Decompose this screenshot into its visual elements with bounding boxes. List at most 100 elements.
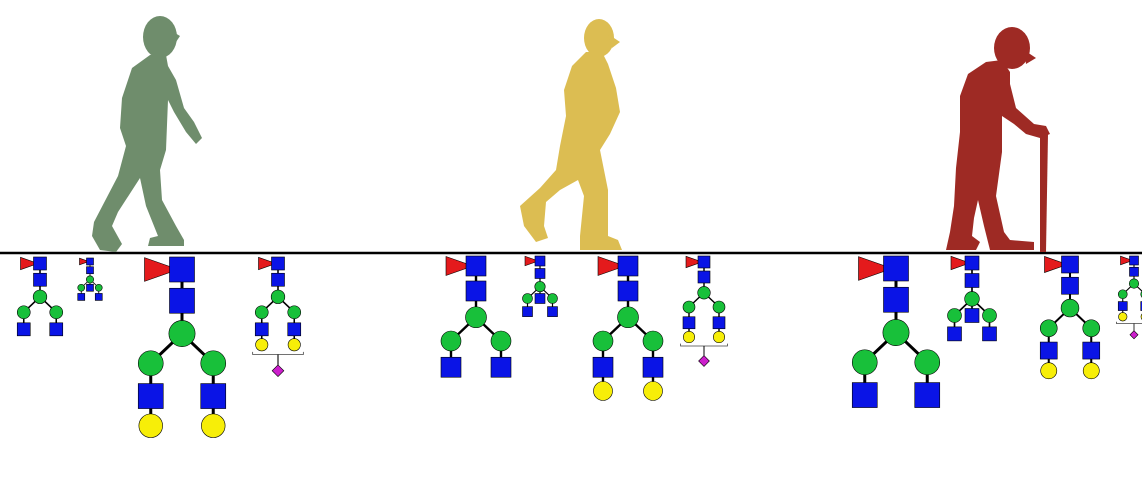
glcnac-square [77,293,86,301]
mannose-circle [270,289,286,304]
glycan-young-digalacto-biantennary-core-fucose [137,256,227,438]
galactose-circle [201,413,226,438]
glcnac-square [947,326,962,342]
glcnac-square [86,283,94,292]
glcnac-square [465,255,487,277]
glcnac-square [1039,341,1058,360]
glycan-middle-aged-agalacto-biantennary-core-fucose [440,255,512,378]
fucose-triangle [858,256,894,281]
mannose-circle [1039,319,1058,338]
glcnac-square [1061,276,1079,295]
mannose-circle [712,300,726,314]
fucose-triangle [1044,256,1069,273]
mannose-circle [137,350,164,377]
mannose-circle [440,330,462,352]
mannose-circle [964,291,980,307]
mannose-circle [16,305,31,320]
fucose-triangle [20,256,39,271]
glcnac-square [522,306,533,317]
fucose-triangle [79,257,90,266]
fucose-triangle [1120,255,1134,266]
glcnac-square [94,293,103,301]
mannose-circle [168,320,196,347]
mannose-circle [697,286,711,300]
mannose-circle [77,283,86,292]
glcnac-square [617,280,639,302]
glcnac-square [271,256,285,271]
mannose-circle [592,330,614,352]
mannose-circle [1128,278,1140,289]
glycan-elderly-agalacto-biantennary-core-fucose [851,255,941,408]
galactose-circle [593,381,613,401]
sialic-acid-bracket [680,343,728,347]
glcnac-square [982,326,997,342]
glcnac-square [534,268,546,279]
middle-aged-person-icon [520,19,622,250]
mannose-circle [200,350,227,377]
mannose-circle [982,308,997,323]
glycan-young-sialylated-digalacto-core-fucose [252,256,304,378]
glcnac-square [642,356,664,378]
glycan-middle-aged-sialylated-digalacto-core-fucose [680,255,728,367]
glcnac-square [169,256,195,283]
glcnac-square [697,255,711,269]
young-person-icon [92,16,202,252]
mannose-circle [534,281,546,293]
galactose-circle [138,413,163,438]
glcnac-square [547,306,558,317]
glcnac-square [287,322,302,337]
glcnac-square [534,293,546,304]
glcnac-square [1117,301,1128,311]
glycan-middle-aged-digalacto-biantennary-core-fucose [592,255,664,401]
glcnac-square [33,256,47,271]
glcnac-square [86,266,94,275]
glcnac-square [169,287,195,314]
galactose-circle [287,338,301,352]
glcnac-square [914,382,941,408]
glcnac-square [682,316,696,330]
galactose-circle [643,381,663,401]
glcnac-square [33,272,47,287]
mannose-circle [947,308,962,323]
glcnac-square [534,255,546,267]
fucose-triangle [144,257,180,282]
glycan-middle-aged-agalacto-bisected-core-fucose [522,255,558,317]
fucose-triangle [685,255,704,269]
glycan-elderly-digalacto-biantennary-core-fucose [1039,255,1101,380]
mannose-circle [94,283,103,292]
mannose-circle [851,349,878,376]
glcnac-square [883,255,909,282]
glycan-row [16,255,1142,438]
galactose-circle [712,330,725,343]
mannose-circle [617,306,639,329]
mannose-circle [1117,289,1128,300]
sialic-acid-bracket [1116,321,1142,324]
mannose-circle [86,275,94,284]
mannose-circle [682,300,696,314]
glcnac-square [1140,301,1142,311]
fucose-triangle [258,256,277,271]
mannose-circle [32,289,48,304]
galactose-circle [682,330,695,343]
fucose-triangle [445,256,474,276]
mannose-circle [522,293,533,304]
mannose-circle [490,330,512,352]
sialic-acid-bracket [252,351,304,355]
sialic-acid-diamond [698,355,710,367]
glcnac-square [883,286,909,313]
mannose-circle [547,293,558,304]
glcnac-square [1061,255,1079,274]
mannose-circle [882,319,910,346]
mannose-circle [49,305,64,320]
glcnac-square [617,255,639,277]
glcnac-square [851,382,878,408]
mannose-circle [914,349,941,376]
glcnac-square [964,308,980,323]
galactose-circle [255,338,269,352]
glcnac-square [271,272,285,287]
glcnac-square [964,273,980,288]
elderly-person-icon [946,27,1050,252]
fucose-triangle [524,255,540,267]
